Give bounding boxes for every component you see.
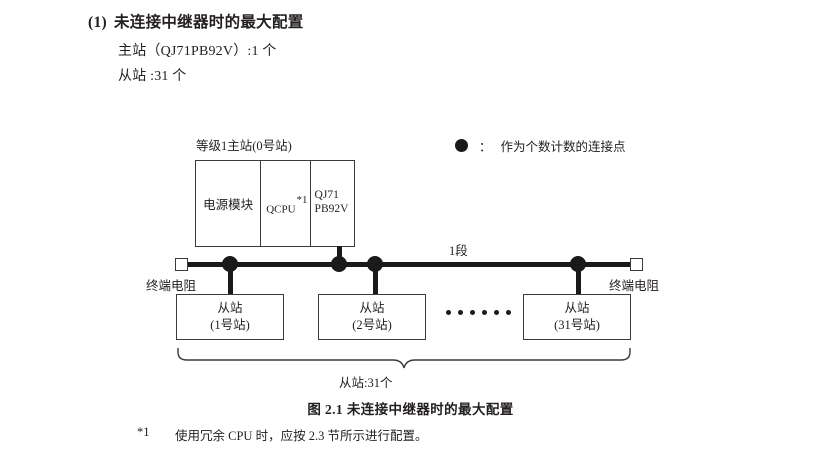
power-module-label: 电源模块 (203, 198, 254, 212)
fieldbus-trunk-line (180, 262, 633, 267)
slave-station-box: 从站 (31号站) (523, 294, 631, 340)
slave-label-line1: 从站 (217, 301, 243, 316)
slave-label-line2: (31号站) (554, 318, 600, 332)
drop-line-master (337, 246, 342, 264)
heading-subline-slave: 从站 :31 个 (118, 69, 187, 84)
rack-label: 等级1主站(0号站) (196, 139, 292, 153)
terminator-left-label: 终端电阻 (146, 279, 197, 293)
terminator-left-icon (175, 258, 188, 271)
slave-label-line2: (2号站) (352, 318, 392, 332)
master-module-label-line2: PB92V (314, 202, 349, 215)
legend-colon: ： (479, 140, 492, 154)
rack-cell-power-module: 电源模块 (196, 161, 262, 246)
legend: ： 作为个数计数的连接点 (455, 136, 626, 155)
qcpu-label: QCPU (266, 203, 296, 215)
drop-line-slave-2 (373, 262, 378, 295)
figure-caption: 图 2.1 未连接中继器时的最大配置 (307, 402, 514, 417)
ellipsis-dots-icon (446, 310, 511, 315)
brace-label: 从站:31个 (339, 376, 393, 390)
slave-label-line1: 从站 (564, 301, 590, 316)
legend-text: 作为个数计数的连接点 (500, 140, 626, 154)
drop-line-slave-3 (576, 262, 581, 295)
slave-station-box: 从站 (2号站) (318, 294, 426, 340)
slave-station-box: 从站 (1号站) (176, 294, 284, 340)
master-module-label-line1: QJ71 (314, 189, 339, 201)
footnote-text: 使用冗余 CPU 时，应按 2.3 节所示进行配置。 (175, 429, 428, 443)
heading-title: 未连接中继器时的最大配置 (113, 14, 304, 31)
segment-label: 1段 (449, 244, 468, 258)
connection-node (331, 256, 347, 272)
slave-label-line1: 从站 (359, 301, 385, 316)
terminator-right-label: 终端电阻 (609, 279, 660, 293)
plc-rack: 电源模块 QCPU*1 QJ71 PB92V (195, 160, 355, 247)
slave-count-brace (176, 347, 632, 370)
section-heading: (1) 未连接中继器时的最大配置 (88, 10, 688, 32)
rack-cell-master-module: QJ71 PB92V (311, 161, 354, 246)
heading-number: (1) (88, 14, 107, 31)
heading-subline-master: 主站（QJ71PB92V）:1 个 (118, 44, 277, 59)
footnote: *1 使用冗余 CPU 时，应按 2.3 节所示进行配置。 (137, 425, 427, 444)
slave-label-line2: (1号站) (210, 318, 250, 332)
filled-circle-icon (455, 139, 468, 152)
footnote-mark: *1 (137, 425, 150, 439)
qcpu-footnote-mark: *1 (296, 193, 308, 206)
drop-line-slave-1 (228, 262, 233, 295)
rack-cell-qcpu: QCPU*1 (261, 161, 311, 246)
terminator-right-icon (630, 258, 643, 271)
